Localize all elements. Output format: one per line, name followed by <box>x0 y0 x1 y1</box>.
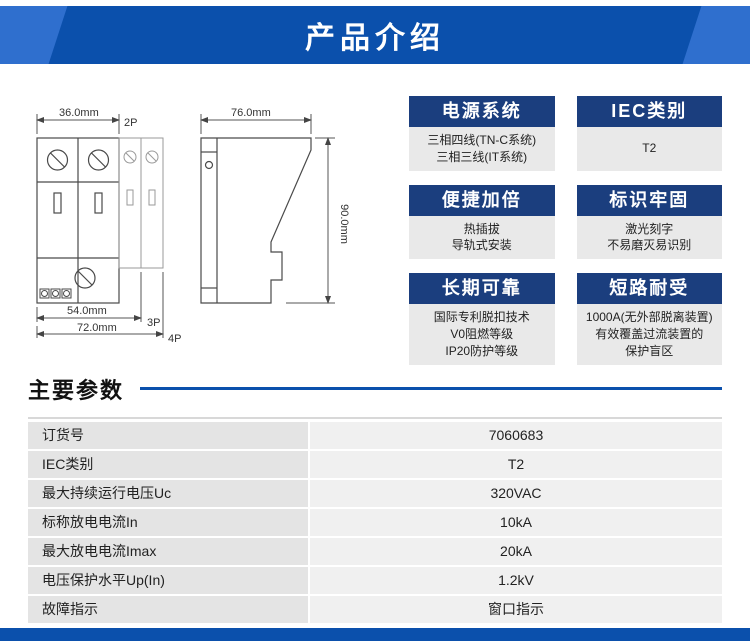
table-row: 电压保护水平Up(In) 1.2kV <box>28 566 722 594</box>
param-value: 7060683 <box>310 421 722 449</box>
section-title: 主要参数 <box>28 377 125 403</box>
banner-title: 产品介绍 <box>305 22 445 55</box>
table-row: 故障指示 窗口指示 <box>28 595 722 623</box>
dim-front-3p-label: 3P <box>147 317 160 329</box>
feature-description: 三相四线(TN-C系统) 三相三线(IT系统) <box>409 127 555 171</box>
param-value: T2 <box>310 450 722 478</box>
feature-line: 不易磨灭易识别 <box>607 238 692 253</box>
feature-description: 激光刻字 不易磨灭易识别 <box>576 215 722 260</box>
feature-line: 三相三线(IT系统) <box>436 149 528 164</box>
param-label: IEC类别 <box>28 450 308 478</box>
feature-title: IEC类别 <box>576 96 722 127</box>
technical-drawing: 36.0mm 2P 54.0mm 3P 72.0mm 4P 76.0mm 90.… <box>36 107 350 345</box>
param-label: 电压保护水平Up(In) <box>28 566 308 594</box>
page-banner: 产品介绍 <box>0 6 750 64</box>
params-table: 订货号 7060683 IEC类别 T2 最大持续运行电压Uc 320VAC 标… <box>28 416 722 623</box>
table-row: 最大持续运行电压Uc 320VAC <box>28 479 722 507</box>
feature-line: IP20防护等级 <box>445 343 519 358</box>
section-rule <box>140 387 722 391</box>
feature-title: 长期可靠 <box>409 273 555 305</box>
dim-front-3p-width: 54.0mm <box>67 305 107 317</box>
feature-line: 导轨式安装 <box>451 238 512 253</box>
feature-card-long-term-reliable: 长期可靠 国际专利脱扣技术 V0阻燃等级 IP20防护等级 <box>409 273 555 365</box>
feature-description: 国际专利脱扣技术 V0阻燃等级 IP20防护等级 <box>409 304 555 365</box>
param-value: 10kA <box>310 508 722 536</box>
param-value: 20kA <box>310 537 722 565</box>
param-label: 标称放电电流In <box>28 508 308 536</box>
side-view <box>200 137 312 304</box>
feature-line: 有效覆盖过流装置的 <box>595 326 704 341</box>
feature-card-power-system: 电源系统 三相四线(TN-C系统) 三相三线(IT系统) <box>409 96 555 171</box>
feature-title: 标识牢固 <box>576 184 722 216</box>
feature-line: 三相四线(TN-C系统) <box>427 133 537 147</box>
param-label: 最大放电电流Imax <box>28 537 308 565</box>
section-heading: 主要参数 <box>0 373 750 405</box>
dim-front-4p-width: 72.0mm <box>77 322 117 334</box>
feature-card-short-circuit: 短路耐受 1000A(无外部脱离装置) 有效覆盖过流装置的 保护盲区 <box>576 273 722 365</box>
param-label: 故障指示 <box>28 595 308 623</box>
feature-line: 热插拔 <box>463 221 500 236</box>
bottom-terminals <box>39 288 72 299</box>
dim-side-width: 76.0mm <box>231 107 271 119</box>
dimension-labels: 36.0mm 2P 54.0mm 3P 72.0mm 4P 76.0mm 90.… <box>59 107 350 345</box>
param-label: 最大持续运行电压Uc <box>28 479 308 507</box>
param-value: 320VAC <box>310 479 722 507</box>
technical-drawing-area: 36.0mm 2P 54.0mm 3P 72.0mm 4P 76.0mm 90.… <box>25 90 405 365</box>
front-view-extra-poles <box>118 137 164 269</box>
feature-card-durable-marking: 标识牢固 激光刻字 不易磨灭易识别 <box>576 184 722 260</box>
param-label: 订货号 <box>28 421 308 449</box>
param-value: 窗口指示 <box>310 595 722 623</box>
feature-card-easy-install: 便捷加倍 热插拔 导轨式安装 <box>409 184 555 260</box>
feature-description: 热插拔 导轨式安装 <box>409 215 555 260</box>
feature-line: V0阻燃等级 <box>450 326 514 341</box>
feature-line: 1000A(无外部脱离装置) <box>585 310 713 325</box>
dimension-lines <box>36 114 335 338</box>
feature-description: 1000A(无外部脱离装置) 有效覆盖过流装置的 保护盲区 <box>576 304 722 365</box>
content-top: 36.0mm 2P 54.0mm 3P 72.0mm 4P 76.0mm 90.… <box>0 64 750 365</box>
feature-title: 便捷加倍 <box>409 184 555 216</box>
dim-front-2p-label: 2P <box>124 117 137 129</box>
feature-title: 电源系统 <box>409 96 555 127</box>
table-row: 标称放电电流In 10kA <box>28 508 722 536</box>
feature-line: 保护盲区 <box>625 343 674 358</box>
dim-front-4p-label: 4P <box>168 333 181 345</box>
dim-side-height: 90.0mm <box>338 204 350 244</box>
feature-line: T2 <box>642 141 657 156</box>
feature-card-iec-class: IEC类别 T2 <box>576 96 722 171</box>
table-row: 订货号 7060683 <box>28 421 722 449</box>
param-value: 1.2kV <box>310 566 722 594</box>
table-row: 最大放电电流Imax 20kA <box>28 537 722 565</box>
feature-title: 短路耐受 <box>576 273 722 305</box>
feature-line: 国际专利脱扣技术 <box>433 310 530 325</box>
feature-line: 激光刻字 <box>625 221 674 236</box>
front-view <box>36 137 120 304</box>
feature-grid: 电源系统 三相四线(TN-C系统) 三相三线(IT系统) IEC类别 T2 便捷… <box>409 96 722 365</box>
feature-description: T2 <box>576 127 722 171</box>
dim-front-2p-width: 36.0mm <box>59 107 99 119</box>
table-row: IEC类别 T2 <box>28 450 722 478</box>
